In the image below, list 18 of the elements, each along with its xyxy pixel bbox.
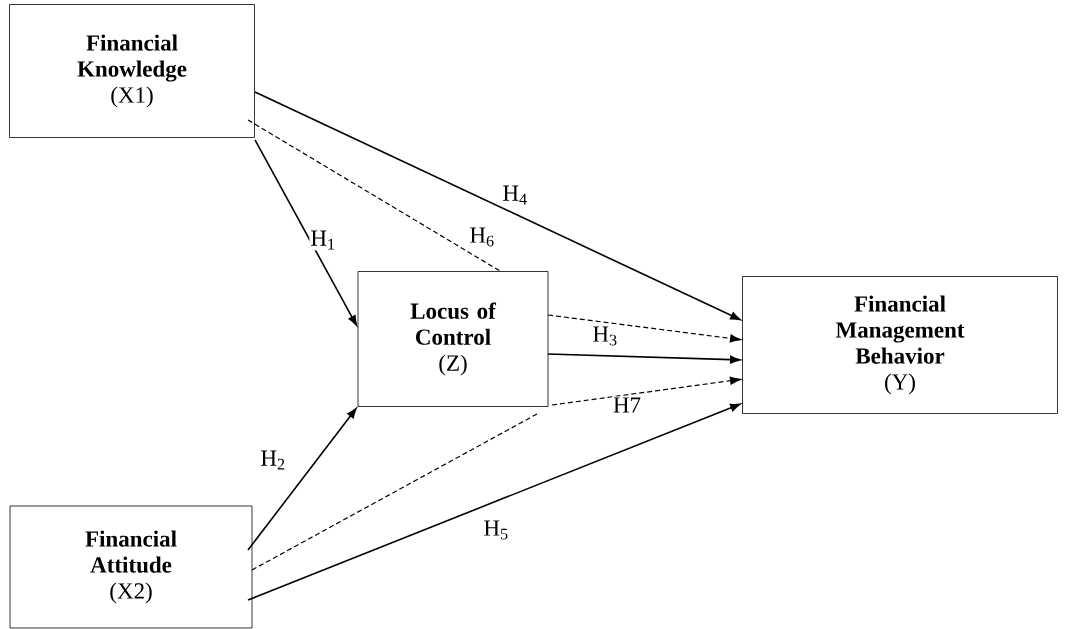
arrow (547, 353, 741, 364)
edge-label: H7 (611, 396, 643, 414)
edge-label: H$_{6}$ (468, 226, 496, 248)
variable-box: Financial Management Behavior (Y) (742, 276, 1058, 414)
arrow (547, 314, 741, 343)
edge-label: H$_{3}$ (591, 325, 619, 347)
arrow (254, 91, 741, 321)
edge-label: H$_{2}$ (259, 449, 287, 471)
arrow (247, 403, 741, 601)
arrow (247, 408, 357, 551)
arrow (254, 139, 358, 326)
edge-label: H$_{1}$ (309, 229, 337, 251)
edge-label: H$_{4}$ (501, 184, 529, 206)
edge-label: H$_{5}$ (482, 519, 510, 541)
variable-box: Financial Knowledge (X1) (9, 4, 255, 138)
arrow (551, 376, 741, 406)
variable-box: Financial Attitude (X2) (9, 505, 253, 629)
variable-box: Locus of Control (Z) (357, 271, 549, 407)
